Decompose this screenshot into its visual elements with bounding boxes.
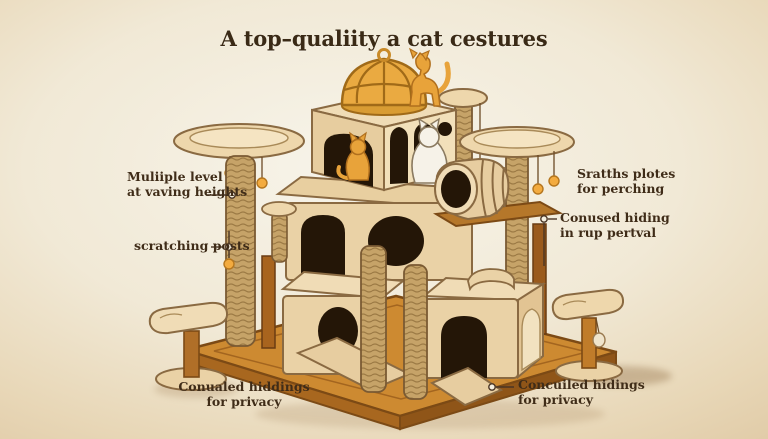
hanging-toy-balls [532,151,560,195]
dome-cage [340,48,428,116]
leader-scratching-posts [211,231,235,270]
toy-ball [592,332,606,348]
sitting-orange-cat-icon [336,131,370,181]
callout-line: for perching [577,180,665,196]
callout-line: Sratths plotes [577,166,676,181]
callout-line: Conused hiding [560,210,670,225]
callout-line: Conualed hiddings [178,379,310,394]
dome-ring [377,48,391,62]
left-stool-perch [148,301,229,391]
callout-line: for privacy [206,393,282,409]
scratching-posts [225,155,428,400]
leader-enclosed-hiding [540,215,557,266]
callout-enclosed-hiding: Conused hiding in rup pertval [560,210,670,241]
callout-line: for privacy [518,391,593,407]
callout-scratch-plates: Sratths plotes for perching [577,166,676,197]
tunnel-perch [432,157,564,228]
callout-concealed-left: Conualed hiddings for privacy [178,379,310,410]
page-title: A top–qualiity a cat cestures [220,26,548,51]
mushroom-post [261,201,297,263]
callout-line: Concuiled hidings [518,377,645,392]
leader-concealed-right [488,383,514,391]
middle-level-hideaway [261,175,510,281]
leader-multiple-levels [206,191,236,199]
right-stool-perch [551,288,625,382]
callout-leader-lines [206,191,557,391]
callout-concealed-right: Concuiled hidings for privacy [518,377,645,408]
standing-orange-cat-icon [408,47,451,107]
callout-scratching-posts: scratching posts [134,238,250,254]
callout-line: scratching posts [134,238,250,253]
callout-line: Muliiple level [127,169,223,184]
lower-right-hideaway [421,268,547,380]
callout-multiple-levels: Muliiple level at vaving heights [127,169,248,200]
callout-line: in rup pertval [560,224,657,240]
left-perch-disc [173,123,305,189]
callout-line: at vaving heights [127,183,248,199]
